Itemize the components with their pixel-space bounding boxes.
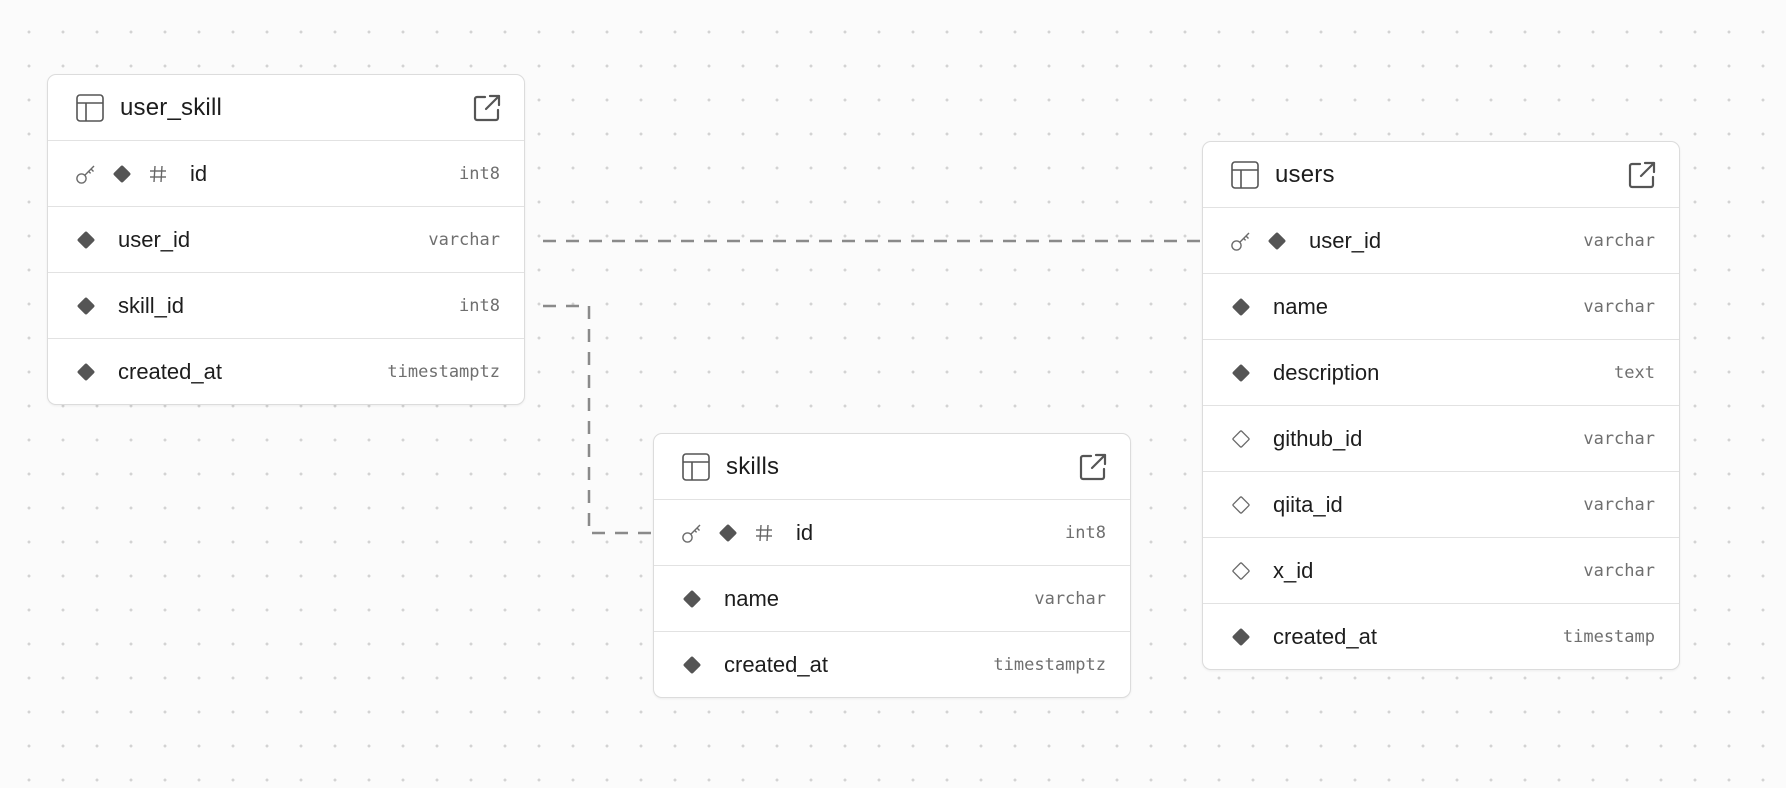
column-flags [681,654,703,676]
column-type: varchar [1583,494,1655,515]
column-type: timestamp [1562,626,1655,647]
filled-diamond-icon [75,229,97,251]
column-flags [75,295,97,317]
column-type: int8 [459,295,500,316]
column-type: varchar [428,229,500,250]
column-name: created_at [118,358,222,384]
column-flags [681,522,775,544]
column-flags [75,163,169,185]
key-icon [75,163,97,185]
column-name: x_id [1273,557,1314,583]
key-icon [681,522,703,544]
outline-diamond-icon [1230,428,1252,450]
external-link-icon[interactable] [1078,452,1108,482]
column-type: int8 [1065,522,1106,543]
column-type: int8 [459,163,500,184]
column-flags [681,588,703,610]
filled-diamond-icon [1230,362,1252,384]
column-type: varchar [1583,230,1655,251]
column-row-name[interactable]: name varchar [1203,274,1679,340]
filled-diamond-icon [681,588,703,610]
column-type: varchar [1034,588,1106,609]
column-name: name [724,585,780,611]
table-grid-icon [681,452,711,482]
hash-icon [753,522,775,544]
filled-diamond-icon [1230,296,1252,318]
filled-diamond-icon [75,295,97,317]
column-row-created-at[interactable]: created_at timestamp [1203,604,1679,669]
filled-diamond-icon [111,163,133,185]
table-grid-icon [75,93,105,123]
table-header[interactable]: skills [654,434,1130,500]
column-flags [1230,362,1252,384]
column-type: timestamptz [993,654,1106,675]
column-row-created-at[interactable]: created_at timestamptz [48,339,524,404]
column-flags [1230,428,1252,450]
table-grid-icon [1230,160,1260,190]
filled-diamond-icon [1266,230,1288,252]
key-icon [1230,230,1252,252]
column-name: id [796,519,814,545]
column-row-github-id[interactable]: github_id varchar [1203,406,1679,472]
column-row-id[interactable]: id int8 [654,500,1130,566]
hash-icon [147,163,169,185]
external-link-icon[interactable] [472,93,502,123]
column-name: description [1273,359,1380,385]
filled-diamond-icon [75,361,97,383]
column-type: varchar [1583,428,1655,449]
relation-user-skill-skill-id-to-skills [543,304,654,535]
column-row-x-id[interactable]: x_id varchar [1203,538,1679,604]
table-header[interactable]: users [1203,142,1679,208]
table-header[interactable]: user_skill [48,75,524,141]
column-flags [1230,296,1252,318]
column-flags [1230,230,1288,252]
column-type: text [1614,362,1655,383]
column-flags [1230,494,1252,516]
column-name: id [190,160,208,186]
filled-diamond-icon [717,522,739,544]
column-name: user_id [1309,227,1382,253]
table-title: skills [726,452,780,480]
column-flags [75,361,97,383]
column-row-qiita-id[interactable]: qiita_id varchar [1203,472,1679,538]
table-card-skills[interactable]: skills id int8 name varchar created_at timesta… [653,433,1131,698]
column-type: varchar [1583,296,1655,317]
column-type: timestamptz [387,361,500,382]
column-name: github_id [1273,425,1363,451]
column-row-created-at[interactable]: created_at timestamptz [654,632,1130,697]
column-flags [75,229,97,251]
filled-diamond-icon [1230,626,1252,648]
column-name: skill_id [118,292,185,318]
column-flags [1230,626,1252,648]
column-row-user-id[interactable]: user_id varchar [48,207,524,273]
table-title: users [1275,160,1335,188]
column-row-skill-id[interactable]: skill_id int8 [48,273,524,339]
outline-diamond-icon [1230,560,1252,582]
column-name: name [1273,293,1329,319]
outline-diamond-icon [1230,494,1252,516]
column-type: varchar [1583,560,1655,581]
column-row-name[interactable]: name varchar [654,566,1130,632]
column-name: created_at [1273,623,1377,649]
external-link-icon[interactable] [1627,160,1657,190]
column-row-description[interactable]: description text [1203,340,1679,406]
column-row-user-id[interactable]: user_id varchar [1203,208,1679,274]
column-name: qiita_id [1273,491,1343,517]
table-title: user_skill [120,93,223,121]
column-flags [1230,560,1252,582]
column-name: user_id [118,226,191,252]
filled-diamond-icon [681,654,703,676]
column-name: created_at [724,651,828,677]
column-row-id[interactable]: id int8 [48,141,524,207]
